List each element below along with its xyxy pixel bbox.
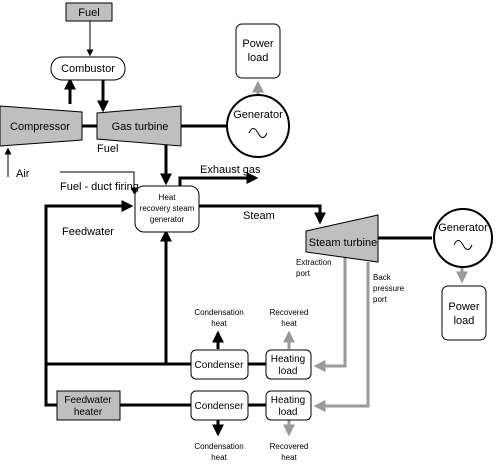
heating-load-lower-line1: Heating: [271, 395, 305, 406]
condensation-heat-top-line2: heat: [211, 319, 227, 328]
back-pressure-line3: port: [373, 295, 388, 304]
condensation-heat-bottom-line2: heat: [211, 453, 227, 462]
hrsg-line1: Heat: [159, 193, 177, 202]
power-load-right-box: Power load: [441, 285, 487, 341]
exhaust-gas-label: Exhaust gas: [200, 164, 261, 176]
condenser-upper-box: Condenser: [190, 349, 249, 380]
compressor-label: Compressor: [10, 121, 70, 133]
back-pressure-line1: Back: [373, 273, 392, 282]
condenser-return-arrow: [160, 229, 191, 366]
feedwater-heater-box: Feedwater heater: [56, 390, 121, 421]
back-pressure-port-line: [313, 262, 370, 412]
extraction-port-line2: port: [296, 269, 311, 278]
fuel-duct-firing-label: Fuel - duct firing: [60, 181, 139, 193]
duct-firing-arrow: [60, 171, 138, 195]
generator-top-label: Generator: [233, 109, 283, 121]
condenser-lower-label: Condenser: [195, 401, 245, 412]
gas-turbine: Gas turbine: [96, 105, 182, 147]
combustor-box: Combustor: [50, 56, 126, 81]
fuel-box: Fuel: [65, 2, 113, 22]
gas-turbine-label: Gas turbine: [112, 121, 169, 133]
steam-line-arrow: [199, 204, 326, 225]
steam-turbine-label: Steam turbine: [309, 237, 377, 249]
power-load-top-line2: load: [248, 52, 269, 64]
feedwater-return-arrow: [44, 200, 191, 366]
heating-load-lower-box: Heating load: [265, 390, 312, 421]
generator-right: Generator: [433, 208, 493, 268]
hrsg-line3: generator: [150, 215, 185, 224]
feedwater-heater-link: [44, 364, 57, 407]
generator-sine-icon: [248, 128, 268, 138]
recovered-heat-bottom-line1: Recovered: [270, 442, 309, 451]
condensation-heat-top-line1: Condensation: [194, 308, 243, 317]
power-load-top-line1: Power: [242, 38, 274, 50]
extraction-port-line: [313, 251, 348, 372]
power-load-top-box: Power load: [235, 23, 281, 79]
power-load-right-line1: Power: [448, 301, 480, 313]
condensation-heat-bottom-line1: Condensation: [194, 442, 243, 451]
black-flow-lines: [4, 20, 432, 437]
combustor-label: Combustor: [61, 63, 115, 75]
generator-sine-icon: [453, 240, 473, 250]
hrsg-line2: recovery steam: [140, 204, 195, 213]
recovered-heat-bottom-line2: heat: [281, 453, 297, 462]
condenser-lower-box: Condenser: [190, 390, 249, 421]
fuel-label: Fuel: [97, 143, 118, 155]
feedwater-heater-line2: heater: [74, 407, 103, 418]
extraction-port-line1: Extraction: [296, 258, 332, 267]
generator-right-label: Generator: [438, 222, 488, 234]
compressor: Compressor: [0, 105, 83, 147]
fuel-box-label: Fuel: [78, 7, 99, 19]
recovered-heat-top-line1: Recovered: [270, 308, 309, 317]
air-label: Air: [16, 168, 30, 180]
power-load-right-line2: load: [454, 315, 475, 327]
heating-load-upper-line1: Heating: [271, 354, 305, 365]
heating-load-upper-line2: load: [279, 366, 298, 377]
heating-load-upper-box: Heating load: [265, 349, 312, 380]
feedwater-label: Feedwater: [62, 226, 114, 238]
feedwater-heater-line1: Feedwater: [64, 395, 112, 406]
recovered-heat-top-line2: heat: [281, 319, 297, 328]
flow-labels: Fuel Air Fuel - duct firing Exhaust gas …: [16, 143, 405, 462]
condenser-upper-label: Condenser: [195, 360, 245, 371]
hrsg-box: Heat recovery steam generator: [134, 185, 200, 233]
steam-label: Steam: [243, 210, 275, 222]
steam-turbine: Steam turbine: [305, 214, 379, 263]
generator-top: Generator: [226, 94, 290, 158]
back-pressure-line2: pressure: [373, 284, 405, 293]
heating-load-lower-line2: load: [279, 407, 298, 418]
exhaust-gas-arrow: [178, 172, 259, 188]
